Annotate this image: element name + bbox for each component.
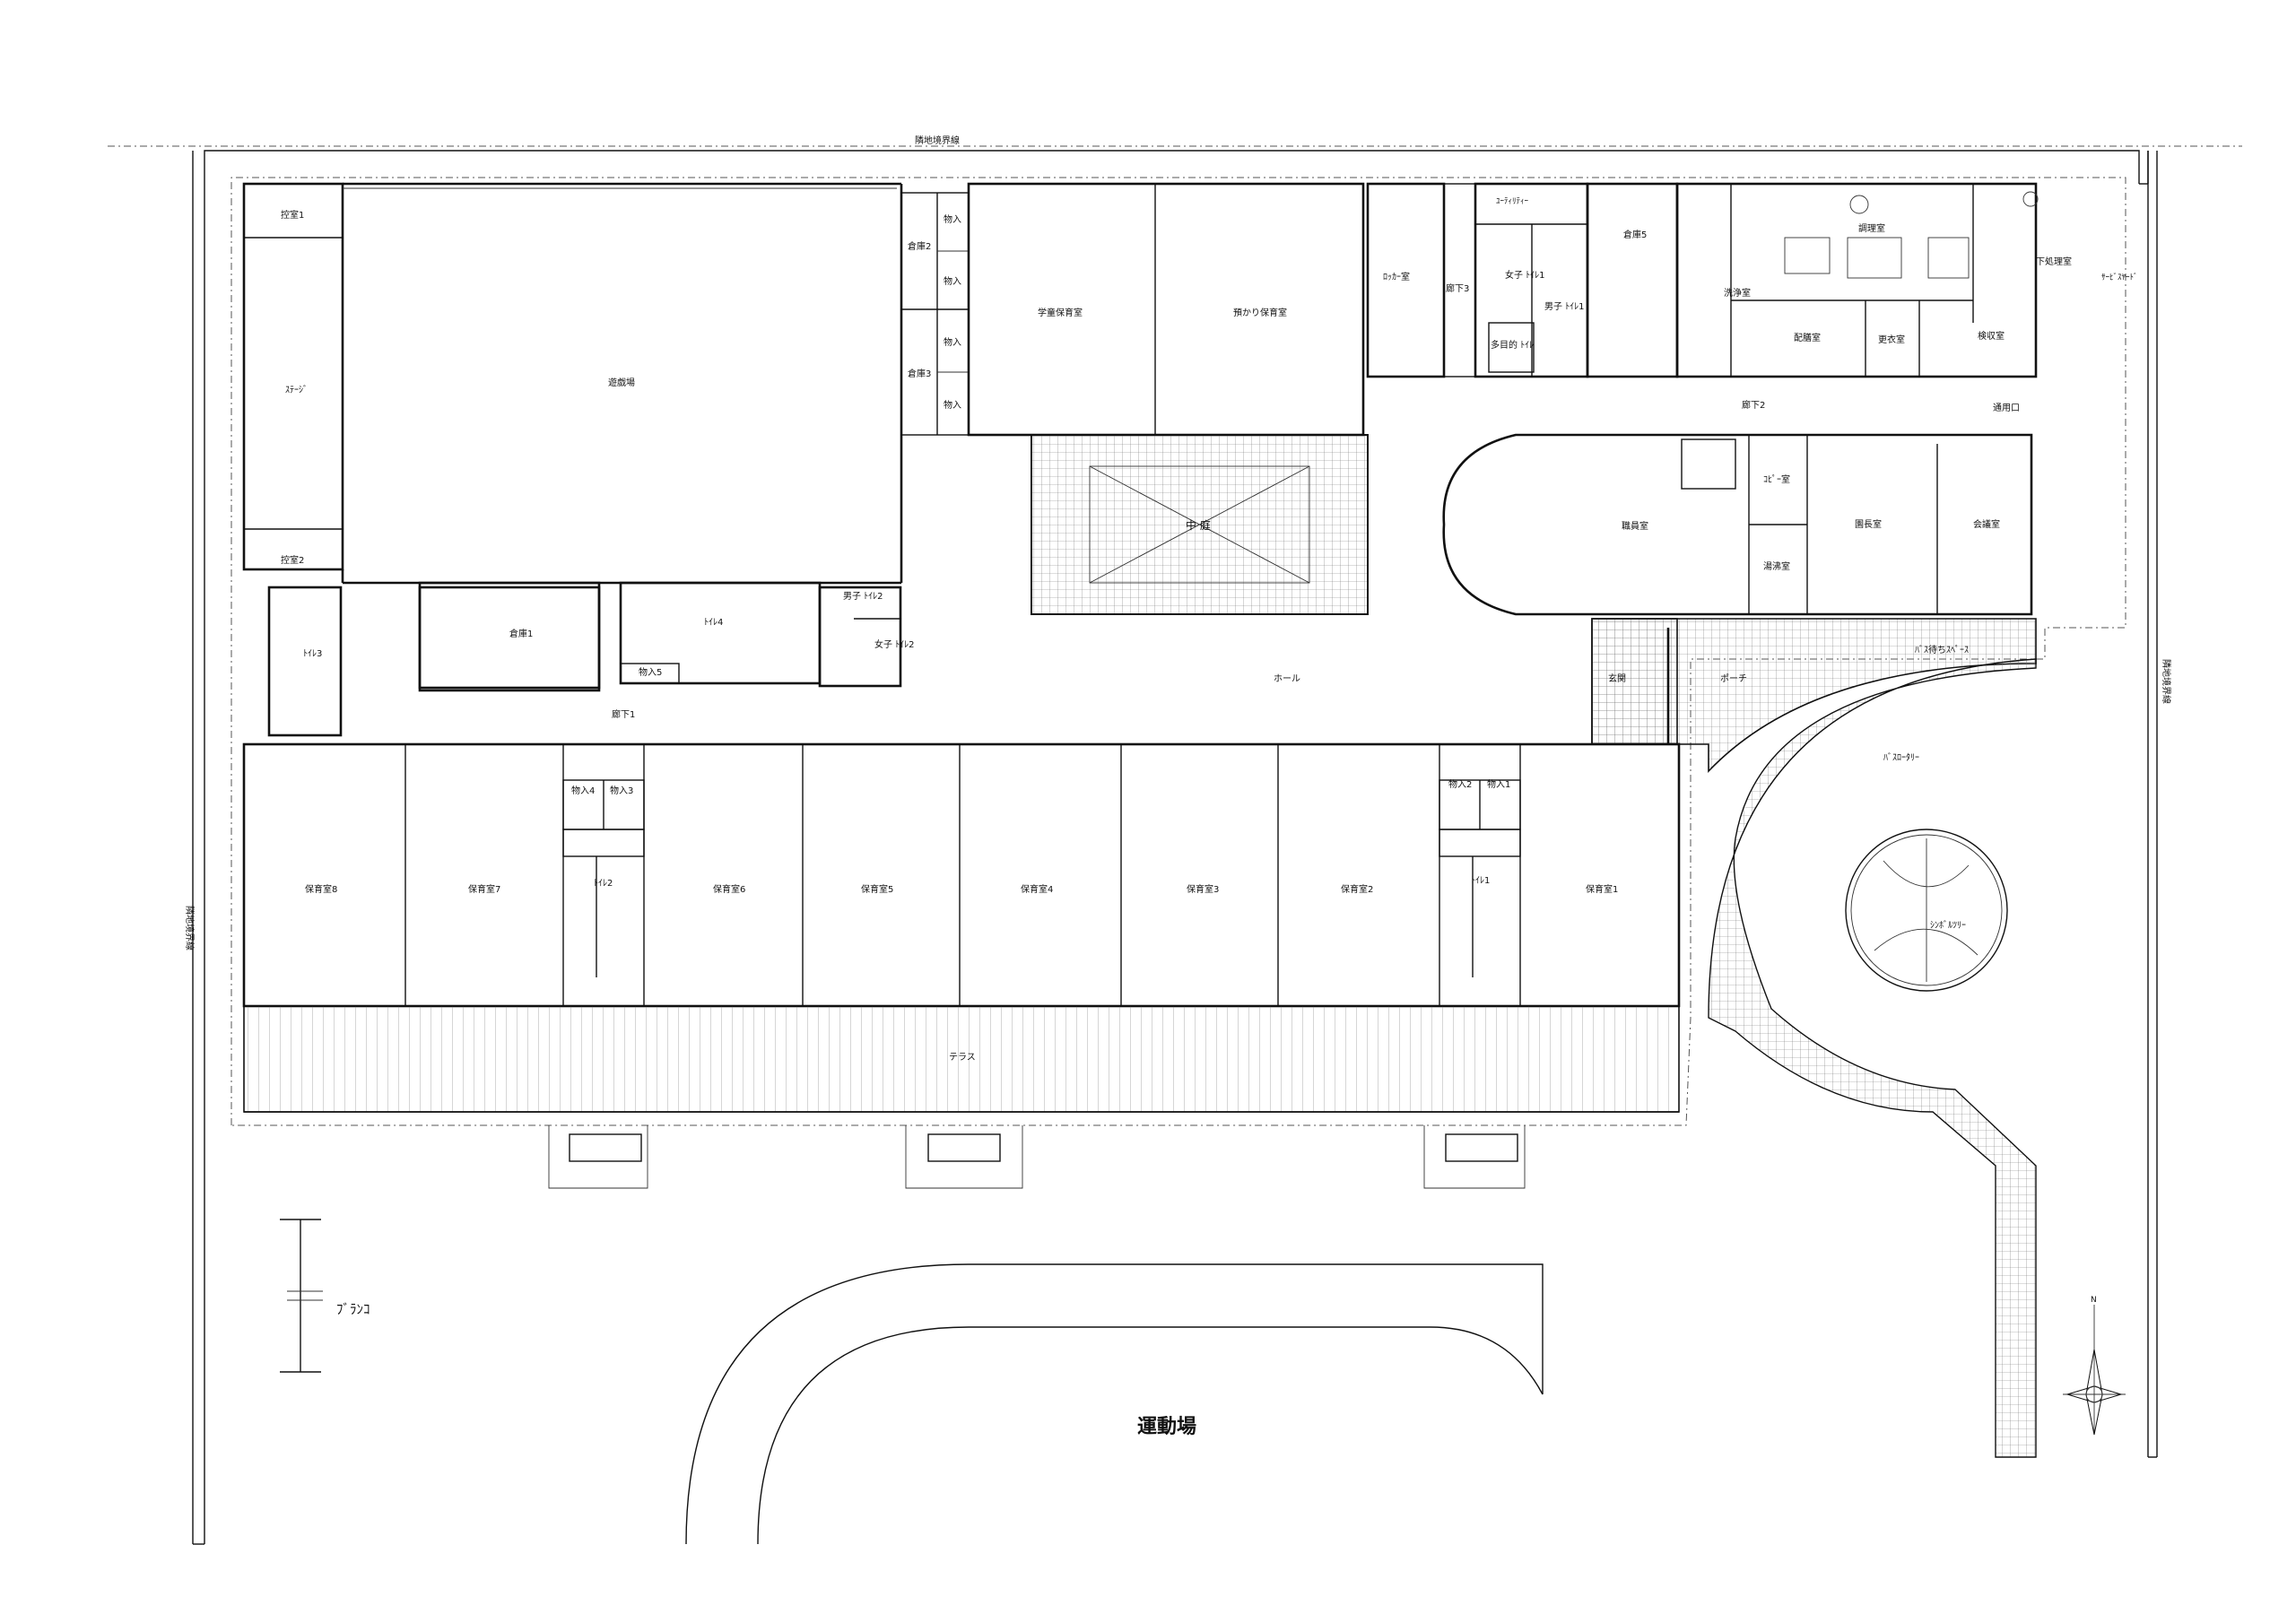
room-soko2: 倉庫2 xyxy=(908,240,931,252)
room-symbol-tree: ｼﾝﾎﾞﾙﾂﾘｰ xyxy=(1930,920,1966,931)
room-hoiku4: 保育室4 xyxy=(1021,883,1053,895)
room-tsuyoguchi: 通用口 xyxy=(1993,403,2020,413)
room-monoire4: 物入4 xyxy=(571,785,595,796)
room-stage: ｽﾃｰｼﾞ xyxy=(285,385,308,395)
room-monoire5: 物入5 xyxy=(639,666,662,678)
north-compass-icon xyxy=(2063,1305,2126,1436)
room-soko3: 倉庫3 xyxy=(908,368,931,379)
room-toilet3: ﾄｲﾚ3 xyxy=(303,649,322,659)
room-shitashori: 下処理室 xyxy=(2036,256,2072,267)
room-locker: ﾛｯｶｰ室 xyxy=(1383,271,1410,282)
room-shokuin: 職員室 xyxy=(1622,520,1648,532)
room-soko5: 倉庫5 xyxy=(1623,229,1647,240)
room-hoiku7: 保育室7 xyxy=(468,883,500,895)
room-chorishitsu: 調理室 xyxy=(1858,222,1885,234)
childcare-rooms xyxy=(967,182,1365,437)
room-soko1: 倉庫1 xyxy=(509,628,533,639)
courtyard xyxy=(1031,434,1369,615)
office-block xyxy=(1442,433,2033,616)
building-outline xyxy=(230,177,2126,1126)
room-hoiku5: 保育室5 xyxy=(861,883,893,895)
room-senjoshitsu: 洗浄室 xyxy=(1724,287,1751,299)
kitchen-block xyxy=(1675,182,2039,378)
room-toilet4: ﾄｲﾚ4 xyxy=(704,618,723,628)
room-hikae2: 控室2 xyxy=(281,554,304,566)
room-azukari: 預かり保育室 xyxy=(1233,307,1287,318)
boundary-label-top: 隣地境界線 xyxy=(915,135,960,146)
room-genkan: 玄関 xyxy=(1608,673,1626,684)
room-toilet2: ﾄｲﾚ2 xyxy=(594,879,613,889)
room-hoiku1: 保育室1 xyxy=(1586,883,1618,895)
room-monoire3: 物入3 xyxy=(610,785,633,796)
room-girls1: 女子 ﾄｲﾚ1 xyxy=(1505,269,1545,281)
playground xyxy=(280,1219,1544,1545)
room-monoire-c: 物入 xyxy=(944,336,961,348)
room-boys2: 男子 ﾄｲﾚ2 xyxy=(843,591,883,602)
room-service-yard: ｻｰﾋﾞｽﾔｰﾄﾞ xyxy=(2101,273,2138,282)
terrace xyxy=(243,1005,1680,1189)
room-utility: ﾕｰﾃｨﾘﾃｨｰ xyxy=(1496,196,1529,206)
room-monoire1: 物入1 xyxy=(1487,778,1510,790)
boundary-label-right: 隣地境界線 xyxy=(2161,659,2172,704)
room-tamokuteki: 多目的 ﾄｲﾚ xyxy=(1491,339,1534,351)
room-hoiku3: 保育室3 xyxy=(1187,883,1219,895)
room-hall: ホール xyxy=(1274,673,1300,684)
room-encho: 園長室 xyxy=(1855,518,1882,530)
site-boundary xyxy=(108,145,2242,1545)
boundary-label-left: 隣地境界線 xyxy=(184,906,196,950)
room-roka1: 廊下1 xyxy=(612,708,635,720)
room-buranko: ﾌﾞﾗﾝｺ xyxy=(336,1301,370,1317)
north-label: N xyxy=(2091,1296,2097,1305)
room-koui: 更衣室 xyxy=(1878,334,1905,345)
room-bus-rotary: ﾊﾞｽﾛｰﾀﾘｰ xyxy=(1883,752,1919,763)
room-yugijo: 遊戯場 xyxy=(608,377,635,388)
room-monoire2: 物入2 xyxy=(1448,778,1472,790)
room-haizen: 配膳室 xyxy=(1794,332,1821,343)
room-nakaniwa: 中 庭 xyxy=(1186,518,1211,532)
room-monoire-b: 物入 xyxy=(944,275,961,287)
entrance-area xyxy=(1591,618,2037,773)
room-toilet1: ﾄｲﾚ1 xyxy=(1471,876,1490,886)
room-hoiku8: 保育室8 xyxy=(305,883,337,895)
room-kenshu: 検収室 xyxy=(1978,330,2005,342)
room-hoiku2: 保育室2 xyxy=(1341,883,1373,895)
room-boys1: 男子 ﾄｲﾚ1 xyxy=(1544,301,1585,312)
room-kaigi: 会議室 xyxy=(1973,518,2000,530)
room-bus-wait: ﾊﾞｽ待ちｽﾍﾟｰｽ xyxy=(1915,644,1969,655)
room-undojo: 運動場 xyxy=(1137,1416,1196,1438)
room-porch: ポーチ xyxy=(1720,673,1747,684)
room-copy: ｺﾋﾟｰ室 xyxy=(1763,473,1790,485)
room-gakudo: 学童保育室 xyxy=(1038,307,1083,318)
bus-rotary xyxy=(1708,658,2037,1458)
room-girls2: 女子 ﾄｲﾚ2 xyxy=(874,638,915,650)
room-roka3: 廊下3 xyxy=(1446,282,1469,294)
middle-strip xyxy=(267,581,902,737)
room-roka2: 廊下2 xyxy=(1742,399,1765,411)
room-monoire-d: 物入 xyxy=(944,399,961,411)
room-yutou: 湯沸室 xyxy=(1763,560,1790,572)
room-monoire-a: 物入 xyxy=(944,213,961,225)
room-hikae1: 控室1 xyxy=(281,209,304,221)
storage-column xyxy=(900,192,970,436)
room-terrace: テラス xyxy=(949,1052,976,1063)
room-hoiku6: 保育室6 xyxy=(713,883,745,895)
stage-block xyxy=(242,182,903,585)
